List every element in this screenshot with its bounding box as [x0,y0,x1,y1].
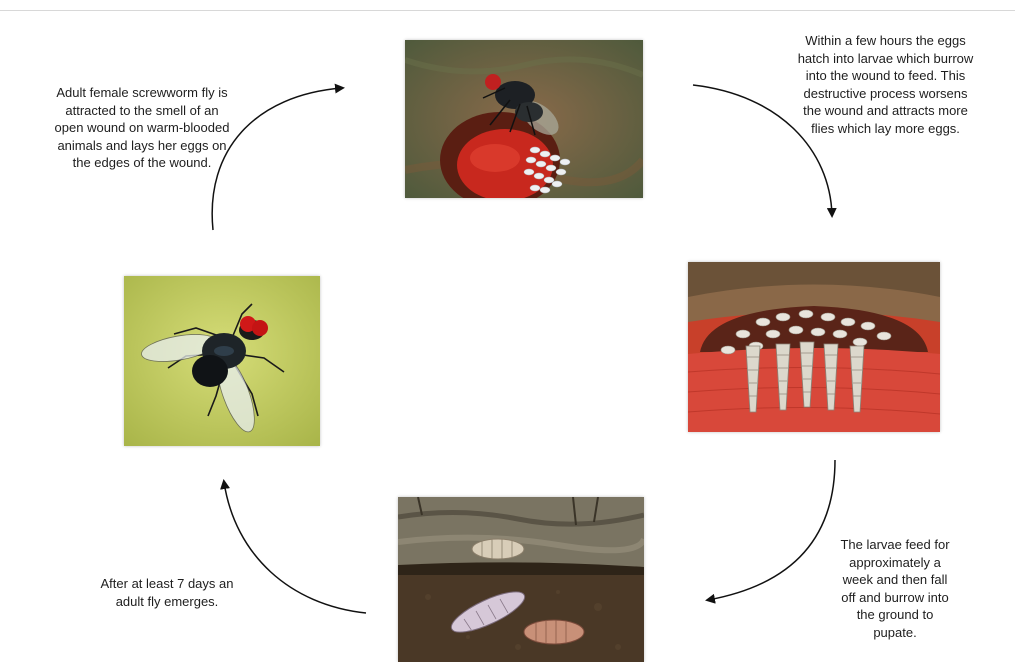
arrow-step3-to-step4 [705,459,836,604]
arrow-step2-to-step3 [692,84,837,218]
larvae-in-wound-image [688,262,940,432]
top-divider [0,10,1015,11]
step3-caption: The larvae feed for approximately a week… [840,537,950,640]
step2-caption: Within a few hours the eggs hatch into l… [797,33,974,136]
arrow-step4-to-step1 [220,479,367,614]
adult-fly-image [124,276,320,446]
step4-caption: After at least 7 days an adult fly emerg… [100,576,234,609]
step1-caption: Adult female screwworm fly is attracted … [54,85,230,170]
arrow-step1-to-step2 [211,83,345,231]
fly-laying-eggs-image [405,40,643,198]
pupa-in-soil-image [398,497,644,662]
